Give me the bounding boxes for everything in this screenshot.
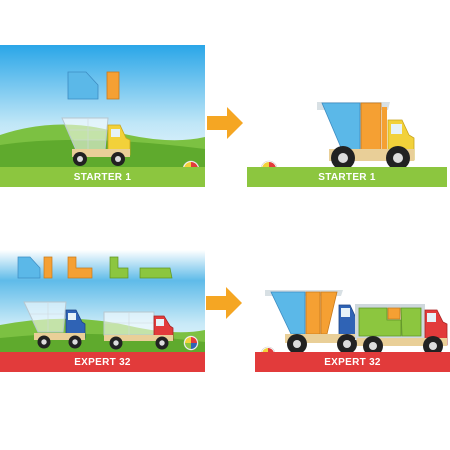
blue-piece-icon [67,71,99,100]
starter-solution-card: STARTER 1 [247,45,447,187]
truck-icon [355,304,448,356]
expert-challenge-label: EXPERT 32 [0,352,205,372]
orange-piece-icon [67,256,93,279]
green-piece-icon [358,307,402,337]
green-piece-icon [109,256,129,279]
orange-piece-icon [106,71,120,100]
truck-icon [23,301,86,349]
starter-challenge-illustration [0,45,205,187]
starter-solution-illustration [260,102,415,178]
expert-challenge-illustration [0,250,205,372]
truck-icon [265,290,361,354]
orange-piece-icon [305,291,321,335]
truck-icon [61,117,131,166]
starter-challenge-card: STARTER 1 [0,45,205,187]
expert-solution-card: EXPERT 32 [255,250,450,372]
starter-solution-label: STARTER 1 [247,167,447,187]
expert-challenge-card: EXPERT 32 [0,250,205,372]
blue-piece-icon [17,256,41,279]
starter-challenge-label: STARTER 1 [0,167,205,187]
arrow-right-icon [206,287,242,319]
orange-piece-icon [43,256,53,279]
orange-piece-icon [387,307,401,320]
blue-piece-icon [270,291,306,335]
blue-piece-icon [321,102,361,151]
orange-piece-icon [320,291,338,335]
truck-icon [103,311,174,350]
arrow-right-icon [207,107,243,139]
orange-piece-icon [360,102,382,151]
truck-icon [317,102,415,170]
green-piece-icon [139,267,173,279]
green-piece-icon [400,307,422,337]
expert-solution-label: EXPERT 32 [255,352,450,372]
smartgames-logo-icon [183,335,199,351]
